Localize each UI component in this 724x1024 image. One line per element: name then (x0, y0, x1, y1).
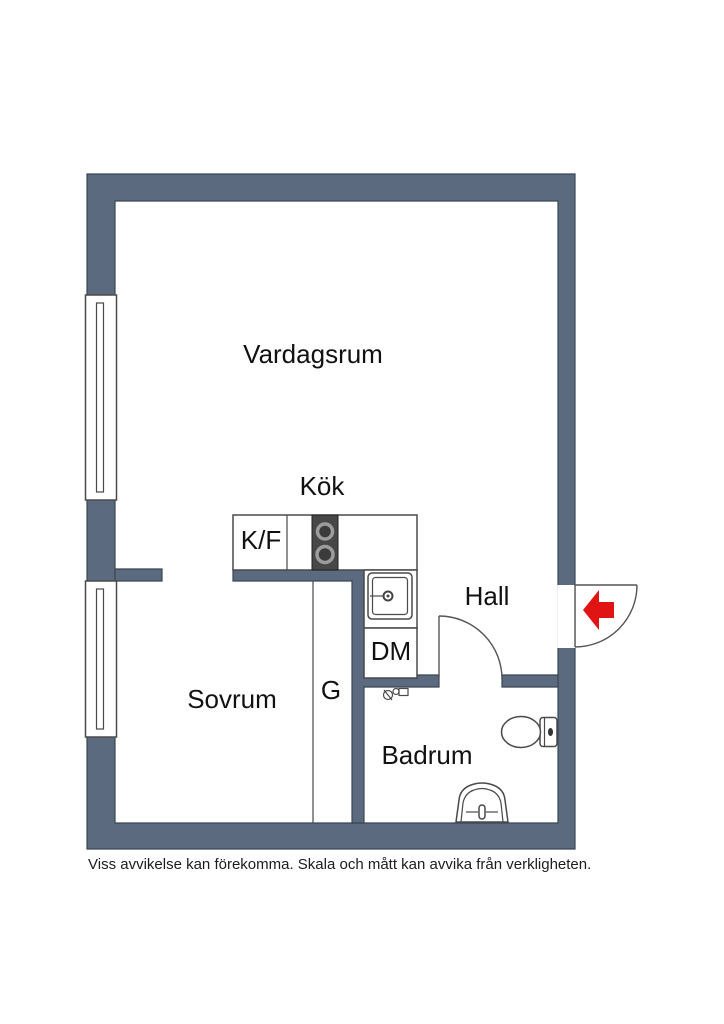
label-fridge-freezer: K/F (241, 525, 281, 555)
dishwasher-cell (363, 627, 418, 679)
bathroom-door (438, 615, 503, 680)
label-dishwasher: DM (371, 636, 411, 666)
stove-icon (311, 514, 339, 571)
toilet-icon (500, 715, 558, 749)
windows (84, 294, 118, 738)
disclaimer-text: Viss avvikelse kan förekomma. Skala och … (88, 856, 591, 873)
bathroom-door-arc (438, 615, 503, 680)
entrance-arrow-icon (583, 590, 614, 630)
window-icon (84, 580, 118, 738)
label-wardrobe: G (321, 675, 341, 705)
entrance-door (557, 584, 638, 648)
kitchen-counter (232, 514, 418, 679)
window-icon (84, 294, 118, 501)
room-label-vardagsrum: Vardagsrum (243, 339, 383, 369)
entrance-door-arc (574, 584, 638, 648)
washbasin-icon (455, 782, 509, 823)
kitchen-sink-icon (367, 572, 413, 620)
bedroom-stub-wall (114, 568, 163, 582)
room-label-kok: Kök (300, 471, 346, 501)
walls (86, 173, 576, 850)
bathroom-wall-right (501, 674, 559, 688)
outer-wall (86, 173, 576, 850)
valve-icon (382, 687, 409, 701)
room-label-badrum: Badrum (381, 740, 472, 770)
room-label-hall: Hall (465, 581, 510, 611)
room-label-sovrum: Sovrum (187, 684, 277, 714)
